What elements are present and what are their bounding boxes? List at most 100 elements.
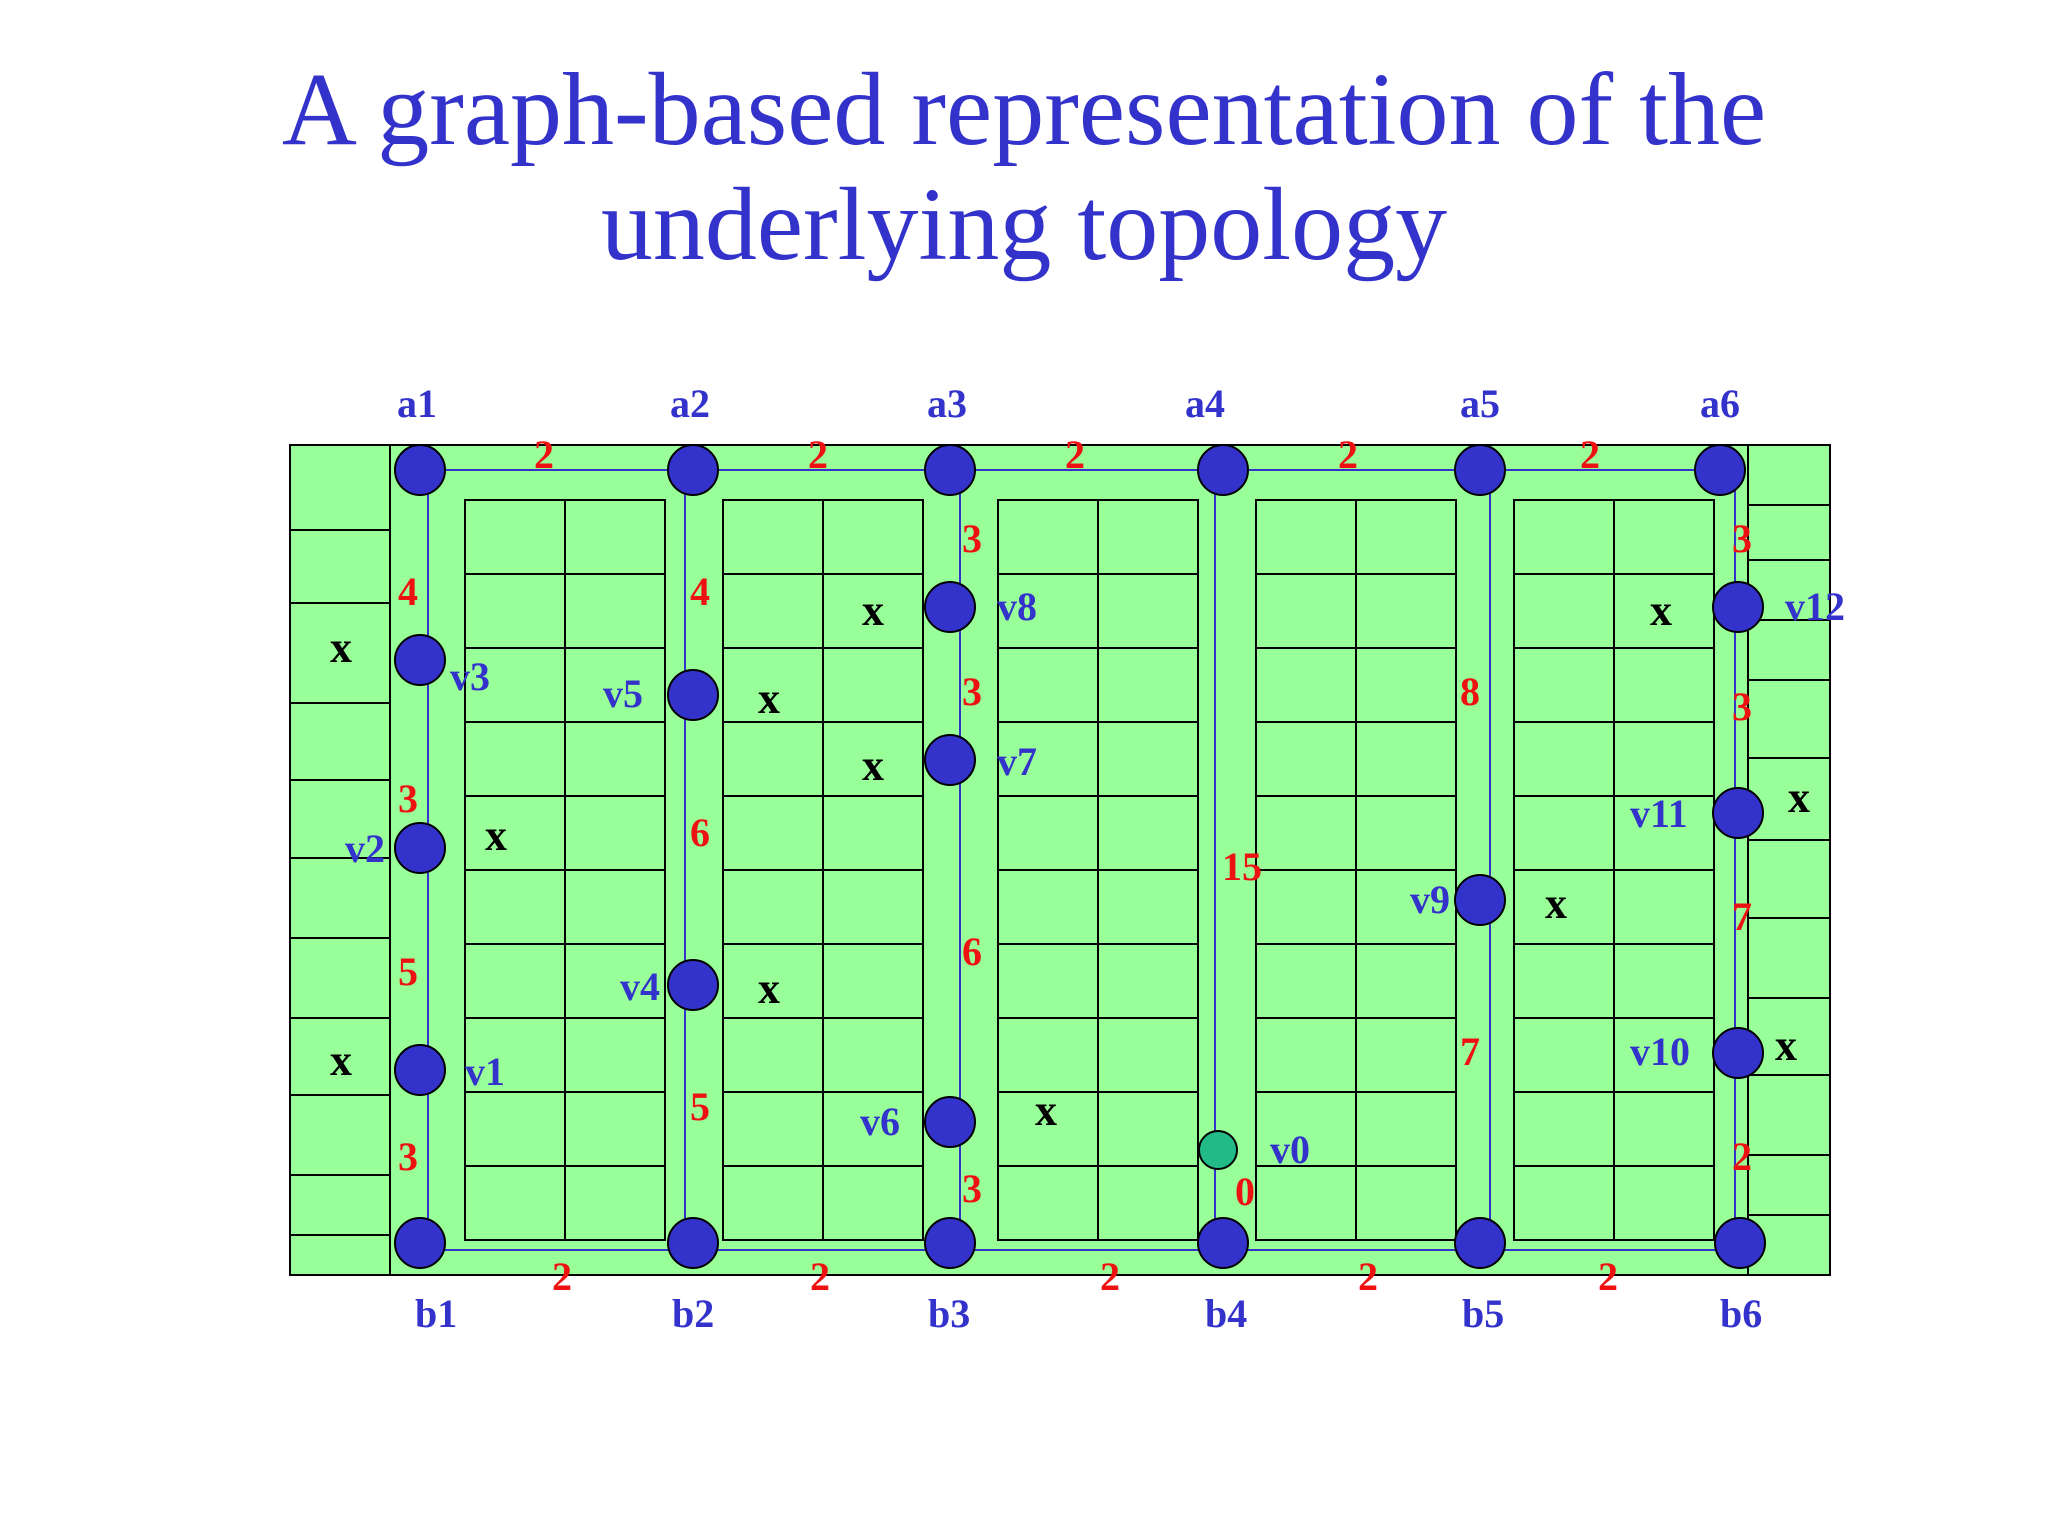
weight-a3-a4: 2 xyxy=(1065,432,1085,477)
node-v12 xyxy=(1712,581,1764,633)
weight-col6-0: 3 xyxy=(1732,516,1752,561)
title-line-2: underlying topology xyxy=(600,167,1448,282)
node-b1 xyxy=(394,1217,446,1269)
weight-col5-0: 8 xyxy=(1460,669,1480,714)
obstacle-mark: x xyxy=(758,674,780,723)
weight-col2-2: 5 xyxy=(690,1084,710,1129)
node-a3 xyxy=(924,444,976,496)
col-label-b2: b2 xyxy=(672,1291,714,1336)
weight-col5-1: 7 xyxy=(1460,1029,1480,1074)
node-v8 xyxy=(924,581,976,633)
node-a1 xyxy=(394,444,446,496)
layout-area xyxy=(289,444,1831,1276)
vertex-label-v2: v2 xyxy=(345,826,385,871)
col-label-a1: a1 xyxy=(397,381,437,426)
node-a6 xyxy=(1694,444,1746,496)
node-v7 xyxy=(924,734,976,786)
vertex-label-v4: v4 xyxy=(620,964,660,1009)
vertex-label-v8: v8 xyxy=(997,584,1037,629)
node-v10 xyxy=(1712,1027,1764,1079)
node-b2 xyxy=(667,1217,719,1269)
vertex-label-v5: v5 xyxy=(603,671,643,716)
vertex-label-v3: v3 xyxy=(450,654,490,699)
weight-col2-1: 6 xyxy=(690,810,710,855)
col-label-a2: a2 xyxy=(670,381,710,426)
node-b4 xyxy=(1197,1217,1249,1269)
bottom-edge-weights: 2 2 2 2 2 xyxy=(552,1254,1618,1299)
obstacle-mark: x xyxy=(330,623,352,672)
col-label-a6: a6 xyxy=(1700,381,1740,426)
column-edge-weights: 4 3 5 3 4 6 5 3 3 6 3 15 0 8 7 3 3 7 2 xyxy=(398,516,1752,1214)
title-line-1: A graph-based representation of the xyxy=(281,52,1767,167)
obstacle-marks: x x x x x x x x x x x x xyxy=(330,586,1810,1135)
obstacle-mark: x xyxy=(330,1036,352,1085)
obstacle-mark: x xyxy=(862,586,884,635)
col-label-a3: a3 xyxy=(927,381,967,426)
obstacle-mark: x xyxy=(1650,586,1672,635)
weight-col6-2: 7 xyxy=(1732,894,1752,939)
weight-col6-3: 2 xyxy=(1732,1134,1752,1179)
slide-title: A graph-based representation of the unde… xyxy=(0,52,2048,282)
vertex-label-v0: v0 xyxy=(1270,1127,1310,1172)
node-a4 xyxy=(1197,444,1249,496)
weight-b1-b2: 2 xyxy=(552,1254,572,1299)
node-v0-start xyxy=(1198,1130,1238,1170)
weight-col3-3: 3 xyxy=(962,1166,982,1211)
vertex-label-v1: v1 xyxy=(465,1049,505,1094)
obstacle-mark: x xyxy=(1788,773,1810,822)
col-label-a4: a4 xyxy=(1185,381,1225,426)
junction-nodes xyxy=(394,444,1766,1269)
col-label-a5: a5 xyxy=(1460,381,1500,426)
obstacle-mark: x xyxy=(758,964,780,1013)
cell-blocks xyxy=(464,499,1715,1241)
weight-b2-b3: 2 xyxy=(810,1254,830,1299)
node-a2 xyxy=(667,444,719,496)
weight-col6-1: 3 xyxy=(1732,684,1752,729)
left-io-column xyxy=(290,445,391,1275)
node-b5 xyxy=(1454,1217,1506,1269)
weight-a1-a2: 2 xyxy=(534,432,554,477)
weight-b3-b4: 2 xyxy=(1100,1254,1120,1299)
weight-col1-1: 3 xyxy=(398,776,418,821)
vertex-label-v6: v6 xyxy=(860,1099,900,1144)
weight-a5-a6: 2 xyxy=(1580,432,1600,477)
vertex-label-v9: v9 xyxy=(1410,877,1450,922)
node-b6 xyxy=(1714,1217,1766,1269)
node-a5 xyxy=(1454,444,1506,496)
weight-a2-a3: 2 xyxy=(808,432,828,477)
vertex-labels: v1 v2 v3 v4 v5 v6 v7 v8 v9 v10 v11 v12 v… xyxy=(345,584,1845,1172)
weight-b5-b6: 2 xyxy=(1598,1254,1618,1299)
obstacle-mark: x xyxy=(1545,879,1567,928)
node-v5 xyxy=(667,669,719,721)
vertex-label-v10: v10 xyxy=(1630,1029,1690,1074)
node-v9 xyxy=(1454,874,1506,926)
node-b3 xyxy=(924,1217,976,1269)
bottom-column-labels: b1 b2 b3 b4 b5 b6 xyxy=(415,1291,1762,1336)
weight-col3-1: 3 xyxy=(962,669,982,714)
pin-vertices xyxy=(394,581,1764,1170)
weight-col3-2: 6 xyxy=(962,929,982,974)
col-label-b6: b6 xyxy=(1720,1291,1762,1336)
weight-a4-a5: 2 xyxy=(1338,432,1358,477)
obstacle-mark: x xyxy=(1035,1086,1057,1135)
top-edge-weights: 2 2 2 2 2 xyxy=(534,432,1600,477)
obstacle-mark: x xyxy=(862,741,884,790)
node-v1 xyxy=(394,1044,446,1096)
vertex-label-v7: v7 xyxy=(997,739,1037,784)
weight-col3-0: 3 xyxy=(962,516,982,561)
vertex-label-v11: v11 xyxy=(1630,791,1688,836)
col-label-b3: b3 xyxy=(928,1291,970,1336)
col-label-b5: b5 xyxy=(1462,1291,1504,1336)
weight-col1-0: 4 xyxy=(398,569,418,614)
weight-col2-0: 4 xyxy=(690,569,710,614)
node-v3 xyxy=(394,634,446,686)
obstacle-mark: x xyxy=(485,811,507,860)
col-label-b4: b4 xyxy=(1205,1291,1247,1336)
weight-b4-b5: 2 xyxy=(1358,1254,1378,1299)
node-v11 xyxy=(1712,787,1764,839)
weight-col4-1: 0 xyxy=(1235,1169,1255,1214)
vertex-label-v12: v12 xyxy=(1785,584,1845,629)
node-v6 xyxy=(924,1096,976,1148)
